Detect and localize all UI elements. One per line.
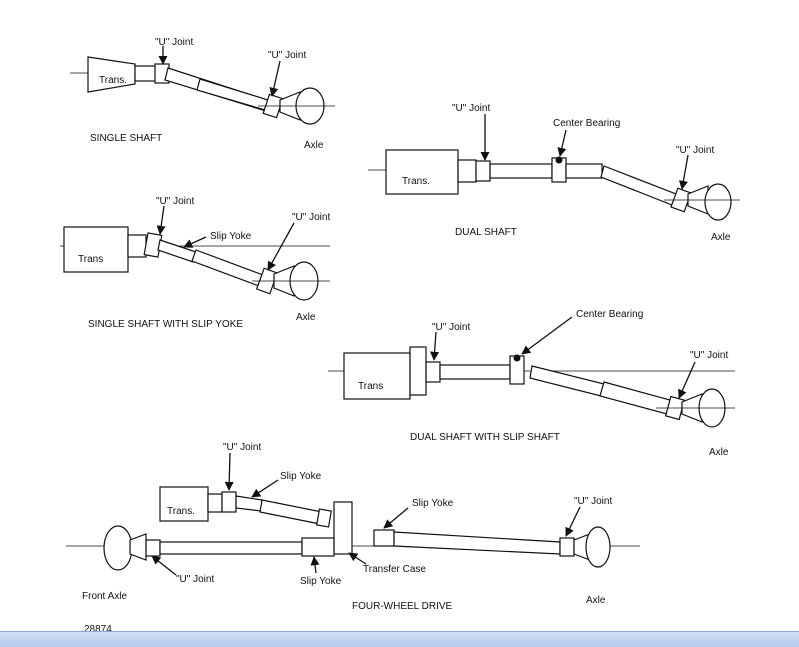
front-axle-differential (103, 525, 133, 571)
u-joint-front (425, 361, 441, 383)
figure-number: 28874 (84, 624, 112, 635)
front-shaft (159, 541, 303, 555)
u-joint (316, 508, 332, 528)
trans-label: Trans (78, 254, 103, 265)
trans-label: Trans (358, 381, 383, 392)
rear-shaft (599, 381, 671, 415)
trans-label: Trans. (99, 75, 127, 86)
u-joint-label: "U" Joint (176, 574, 214, 585)
caption: DUAL SHAFT (455, 227, 517, 238)
dual-shaft-diagram: Trans. "U" Joint Center Bearing "U" Join… (368, 103, 740, 243)
axle-label: Axle (304, 140, 324, 151)
slip-yoke-label: Slip Yoke (280, 471, 322, 482)
u-joint-label: "U" Joint (432, 322, 470, 333)
front-axle-label: Front Axle (82, 591, 127, 602)
rear-upper-shaft (259, 499, 323, 525)
rear-shaft (393, 531, 561, 555)
slip-yoke-bottom (301, 537, 335, 557)
rear-shaft (600, 165, 677, 206)
axle-label: Axle (586, 595, 606, 606)
caption: SINGLE SHAFT WITH SLIP YOKE (88, 319, 243, 330)
bottom-bar (0, 631, 799, 647)
single-shaft-slip-diagram: Trans "U" Joint Slip Yoke "U" Joint Axle… (60, 196, 330, 330)
axle-label: Axle (296, 312, 316, 323)
u-joint-label: "U" Joint (690, 350, 728, 361)
slip-yoke-label: Slip Yoke (300, 576, 342, 587)
u-joint-right (559, 537, 575, 557)
u-joint-label: "U" Joint (155, 37, 193, 48)
center-bearing-label: Center Bearing (553, 118, 620, 129)
trans-housing (63, 226, 129, 273)
slip-yoke-label: Slip Yoke (412, 498, 454, 509)
slip-yoke-label: Slip Yoke (210, 231, 252, 242)
center-bearing-label: Center Bearing (576, 309, 643, 320)
trans-housing (343, 352, 411, 400)
driveshaft-diagram: Trans. "U" Joint "U" Joint Axle SINGLE S… (60, 37, 740, 612)
caption: FOUR-WHEEL DRIVE (352, 601, 453, 612)
front-shaft (489, 163, 553, 179)
transfer-case (333, 501, 353, 555)
u-joint-label: "U" Joint (452, 103, 490, 114)
front-shaft (439, 364, 511, 380)
dual-shaft-slip-diagram: Trans "U" Joint Center Bearing "U" Joint… (328, 309, 735, 458)
caption: DUAL SHAFT WITH SLIP SHAFT (410, 432, 560, 443)
slip-yoke-top (235, 495, 263, 512)
axle-label: Axle (711, 232, 731, 243)
u-joint-label: "U" Joint (574, 496, 612, 507)
u-joint-front (475, 160, 491, 182)
u-joint-front (145, 539, 161, 557)
axle-label: Axle (709, 447, 729, 458)
slip-yoke (157, 239, 197, 263)
u-joint-label: "U" Joint (223, 442, 261, 453)
axle-differential (704, 183, 732, 221)
trans-housing (87, 56, 136, 93)
slip-shaft (529, 365, 605, 397)
rear-axle-differential (585, 526, 611, 568)
single-shaft-diagram: Trans. "U" Joint "U" Joint Axle SINGLE S… (70, 37, 335, 151)
transfer-case-label: Transfer Case (363, 564, 426, 575)
trans-label: Trans. (167, 506, 195, 517)
u-joint-label: "U" Joint (676, 145, 714, 156)
u-joint-label: "U" Joint (292, 212, 330, 223)
four-wheel-drive-diagram: Trans. "U" Joint Slip Yoke Slip Yoke "U"… (66, 442, 640, 612)
u-joint-top (221, 491, 237, 513)
caption: SINGLE SHAFT (90, 133, 162, 144)
slip-yoke-right (373, 529, 395, 547)
trans-label: Trans. (402, 176, 430, 187)
u-joint-label: "U" Joint (268, 50, 306, 61)
trans-housing (385, 149, 459, 195)
u-joint-label: "U" Joint (156, 196, 194, 207)
